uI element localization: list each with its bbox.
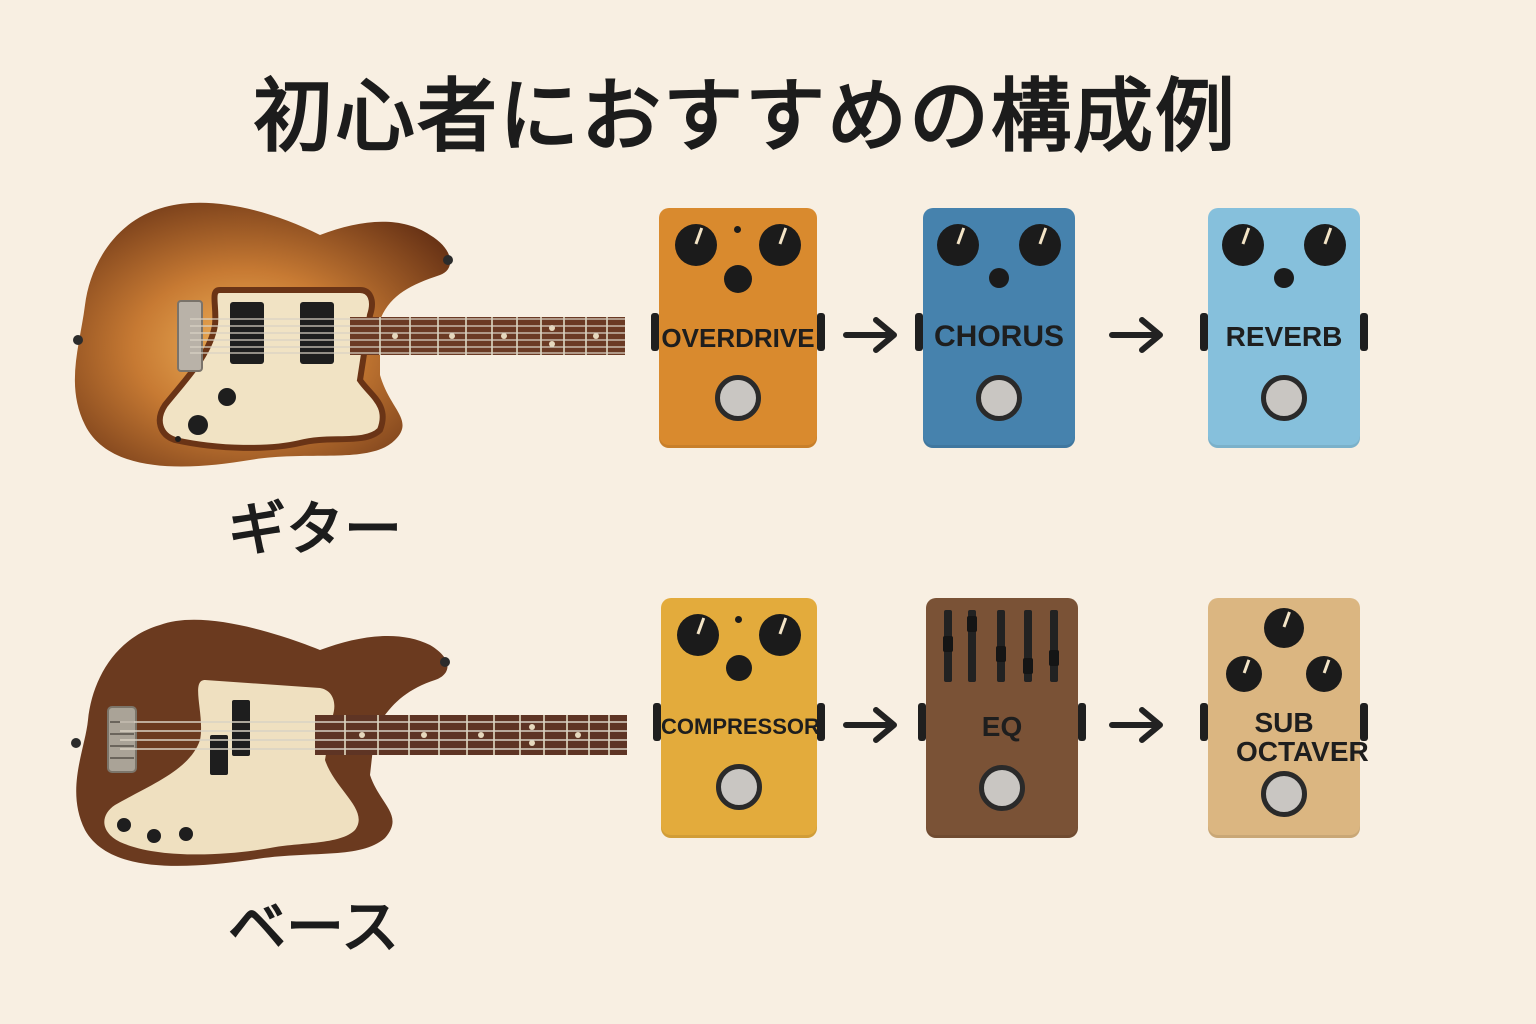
pedal-name: EQ [981, 711, 1023, 742]
bass-icon [71, 619, 627, 866]
eq-slider[interactable] [943, 610, 953, 682]
footswitch-icon[interactable] [716, 764, 762, 810]
knob-icon[interactable] [759, 224, 801, 266]
knob-icon[interactable] [677, 614, 719, 656]
knob-icon[interactable] [675, 224, 717, 266]
pedal-eq[interactable]: EQ [918, 598, 1086, 838]
footswitch-icon[interactable] [979, 765, 1025, 811]
eq-slider[interactable] [996, 610, 1006, 682]
knob-icon[interactable] [989, 268, 1009, 288]
led-indicator [734, 226, 741, 233]
eq-slider[interactable] [1023, 610, 1033, 682]
knob-icon[interactable] [1304, 224, 1346, 266]
pedal-reverb[interactable]: REVERB [1200, 208, 1368, 448]
footswitch-icon[interactable] [715, 375, 761, 421]
bass-label: ベース [228, 893, 400, 961]
knob-icon[interactable] [726, 655, 752, 681]
arrow-right-icon [1109, 317, 1163, 353]
page-title: 初心者におすすめの構成例 [253, 70, 1237, 163]
knob-icon[interactable] [724, 265, 752, 293]
guitar-icon [73, 202, 625, 467]
arrow-right-icon [1109, 707, 1163, 743]
pedal-compressor[interactable]: COMPRESSOR [653, 598, 825, 838]
pedal-name: SUB OCTAVER [1236, 707, 1369, 767]
arrow-right-icon [843, 707, 897, 743]
knob-icon[interactable] [1306, 656, 1342, 692]
led-indicator [735, 616, 742, 623]
knob-icon[interactable] [1226, 656, 1262, 692]
pedal-name: OVERDRIVE [661, 323, 815, 353]
knob-icon[interactable] [1264, 608, 1304, 648]
eq-slider[interactable] [1049, 610, 1059, 682]
pedal-name: COMPRESSOR [661, 714, 820, 739]
pedal-name: CHORUS [933, 320, 1064, 353]
pedal-chorus[interactable]: CHORUS [915, 208, 1075, 448]
knob-icon[interactable] [937, 224, 979, 266]
knob-icon[interactable] [759, 614, 801, 656]
footswitch-icon[interactable] [1261, 375, 1307, 421]
pedal-overdrive[interactable]: OVERDRIVE [651, 208, 825, 448]
knob-icon[interactable] [1274, 268, 1294, 288]
guitar-label: ギター [228, 495, 403, 563]
arrow-right-icon [843, 317, 897, 353]
knob-icon[interactable] [1222, 224, 1264, 266]
footswitch-icon[interactable] [976, 375, 1022, 421]
knob-icon[interactable] [1019, 224, 1061, 266]
eq-slider[interactable] [967, 610, 977, 682]
footswitch-icon[interactable] [1261, 771, 1307, 817]
pedal-name: REVERB [1225, 321, 1343, 352]
pedal-sub-octaver[interactable]: SUB OCTAVER [1200, 598, 1369, 838]
